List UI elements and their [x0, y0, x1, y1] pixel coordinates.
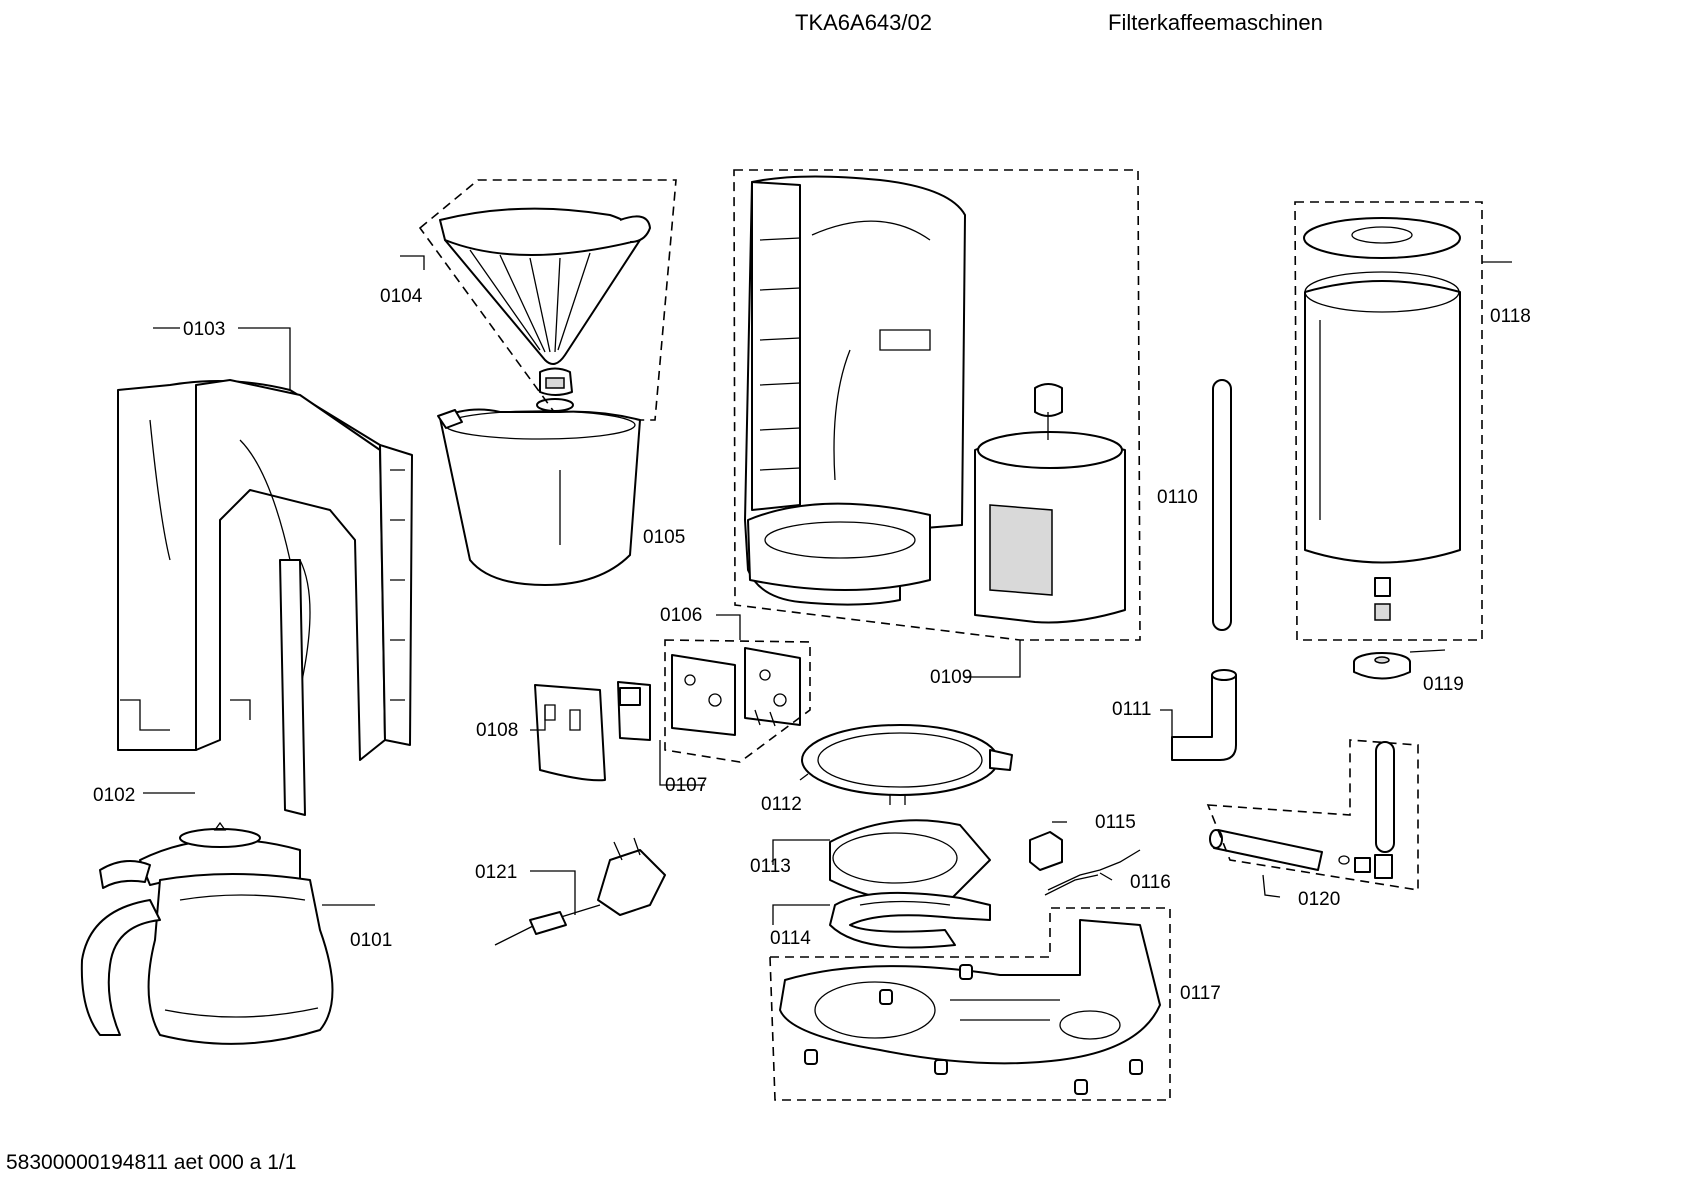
tube-set-0120: [1209, 741, 1395, 879]
label-0115: 0115: [1095, 812, 1136, 833]
label-0120: 0120: [1298, 889, 1340, 910]
housing-shell-0103: [117, 379, 413, 816]
main-housing-0109: [744, 175, 1126, 624]
group-frame-0117: [769, 907, 1171, 1101]
label-0116: 0116: [1130, 872, 1171, 893]
label-0114: 0114: [770, 928, 811, 949]
base-plate-0117: [779, 919, 1161, 1095]
label-0101: 0101: [350, 930, 392, 951]
filter-basket-0104: [439, 207, 651, 412]
heating-plate-0113: [829, 819, 991, 906]
document-id: 58300000194811 aet 000 a 1/1: [6, 1151, 297, 1174]
label-0117: 0117: [1180, 983, 1221, 1004]
label-0106: 0106: [660, 605, 702, 626]
group-frame-0120: [1206, 739, 1419, 891]
leader-lines: [143, 255, 1512, 925]
label-0111: 0111: [1112, 699, 1151, 720]
group-frame-0118: [1294, 201, 1483, 641]
label-0102: 0102: [93, 785, 135, 806]
clip-0115: [1029, 831, 1063, 871]
group-frame-0104: [418, 179, 677, 421]
group-frame-0109: [733, 169, 1141, 641]
carafe-0101: [80, 821, 334, 1045]
switch-housing-0108: [534, 684, 606, 782]
label-0109: 0109: [930, 667, 972, 688]
label-0110: 0110: [1157, 487, 1198, 508]
heating-element-0114: [829, 891, 991, 949]
spring-wire-0116: [1044, 849, 1141, 896]
label-0112: 0112: [761, 794, 802, 815]
product-category: Filterkaffeemaschinen: [1108, 10, 1323, 35]
label-0103: 0103: [183, 319, 225, 340]
label-0113: 0113: [750, 856, 791, 877]
group-frame-0106: [664, 639, 811, 763]
label-0104: 0104: [380, 286, 423, 307]
label-0119: 0119: [1423, 674, 1464, 695]
water-tank-0118: [1303, 217, 1461, 621]
switch-0107: [617, 681, 651, 741]
circuit-board-0106: [671, 647, 801, 736]
riser-tube-0110: [1212, 379, 1232, 631]
label-0105: 0105: [643, 527, 685, 548]
label-0121: 0121: [475, 862, 517, 883]
label-0118: 0118: [1490, 306, 1531, 327]
label-0107: 0107: [665, 775, 707, 796]
part-labels: 0103 0104 0105 0106 0107 0108 0109 0110 …: [93, 286, 1531, 1004]
seal-ring-0112: [801, 724, 1013, 805]
filter-holder-0105: [437, 408, 641, 586]
label-0108: 0108: [476, 720, 518, 741]
valve-knob-0119: [1353, 652, 1411, 680]
elbow-hose-0111: [1171, 669, 1237, 761]
model-number: TKA6A643/02: [795, 10, 932, 35]
power-cord-0121: [494, 837, 666, 946]
